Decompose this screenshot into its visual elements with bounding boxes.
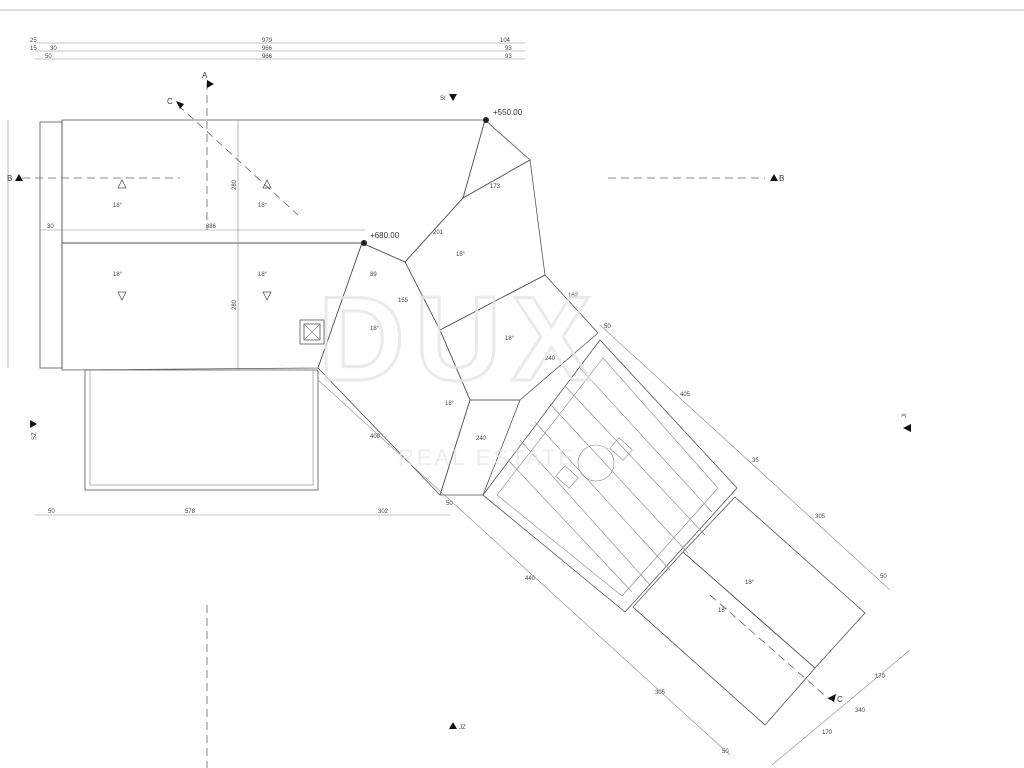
slope-label: 18° bbox=[718, 608, 728, 614]
slope-label: 18° bbox=[745, 580, 755, 586]
dim-label: 104 bbox=[500, 38, 511, 44]
dim-label: 886 bbox=[206, 224, 217, 230]
top-dimensions: 25 979 104 15 30 966 93 50 966 93 bbox=[30, 38, 525, 60]
dim-label: 979 bbox=[262, 38, 273, 44]
dim-label: 440 bbox=[525, 576, 536, 582]
dim-label: 280 bbox=[232, 179, 238, 190]
dim-label: 340 bbox=[855, 708, 866, 714]
section-arrow-icon bbox=[176, 101, 184, 109]
dim-label: 50 bbox=[880, 574, 887, 580]
elevation-point-icon bbox=[361, 240, 367, 246]
slope-label: 18° bbox=[113, 272, 123, 278]
dim-label: 50 bbox=[604, 324, 611, 330]
dim-label: 170 bbox=[822, 730, 833, 736]
slope-label: 18° bbox=[113, 203, 123, 209]
section-markers: A B B C C bbox=[7, 71, 843, 768]
dim-label: 240 bbox=[476, 436, 487, 442]
slope-up-arrow-icon bbox=[262, 179, 272, 189]
orientation-arrow-icon bbox=[30, 420, 37, 428]
section-arrow-icon bbox=[770, 174, 778, 181]
dim-label: 50 bbox=[48, 509, 55, 515]
dim-label: 35 bbox=[752, 458, 759, 464]
dim-label: 25 bbox=[30, 38, 37, 44]
dim-label: 50 bbox=[722, 749, 729, 755]
slope-label: 18° bbox=[445, 401, 455, 407]
watermark-logo: DUX REAL ESTATE bbox=[317, 271, 601, 471]
dim-label: 15 bbox=[30, 46, 37, 52]
dim-label: 280 bbox=[232, 299, 238, 310]
dim-label: 405 bbox=[680, 392, 691, 398]
dim-label: 170 bbox=[875, 674, 886, 680]
dim-label: 173 bbox=[490, 184, 501, 190]
dim-label: 89 bbox=[370, 272, 377, 278]
dim-label: 30 bbox=[50, 46, 57, 52]
dim-label: 201 bbox=[433, 230, 444, 236]
slope-up-arrow-icon bbox=[117, 179, 127, 189]
orientation-arrow-icon bbox=[449, 722, 457, 729]
dim-label: 155 bbox=[398, 298, 409, 304]
slope-down-arrow-icon bbox=[117, 291, 127, 301]
section-arrow-icon bbox=[15, 174, 23, 181]
slope-label: 18° bbox=[456, 252, 466, 258]
section-b-label: B bbox=[779, 174, 784, 183]
orientation-arrow-icon bbox=[903, 424, 911, 432]
wing-roof: 18° 18° 18° 18° 18° 18° 173 201 89 155 1… bbox=[35, 119, 911, 766]
section-arrow-icon bbox=[828, 694, 836, 702]
dim-label: 400 bbox=[370, 434, 381, 440]
section-c-label: C bbox=[167, 97, 173, 106]
slope-label: 18° bbox=[370, 326, 380, 332]
dim-label: 50 bbox=[446, 501, 453, 507]
svg-text:DUX: DUX bbox=[318, 272, 601, 406]
dim-label: 305 bbox=[815, 514, 826, 520]
dim-label: 30 bbox=[47, 224, 54, 230]
elevation-label: +550.00 bbox=[493, 108, 523, 117]
dim-label: 578 bbox=[185, 509, 196, 515]
orientation-jz-label: JZ bbox=[459, 725, 466, 731]
orientation-sz-label: SZ bbox=[32, 432, 38, 440]
svg-text:REAL ESTATE: REAL ESTATE bbox=[398, 445, 576, 470]
slope-label: 18° bbox=[258, 203, 268, 209]
dim-label: 240 bbox=[545, 356, 556, 362]
orientation-ji-label: JI bbox=[902, 413, 908, 418]
dim-label: 93 bbox=[505, 46, 512, 52]
dim-label: 966 bbox=[262, 46, 273, 52]
section-a-label: A bbox=[202, 71, 208, 80]
dim-label: 305 bbox=[655, 690, 666, 696]
elevation-point-icon bbox=[483, 117, 489, 123]
section-arrow-icon bbox=[207, 80, 214, 88]
section-c-label: C bbox=[837, 695, 843, 704]
section-b-label: B bbox=[7, 174, 12, 183]
slope-label: 18° bbox=[258, 272, 268, 278]
dim-label: 302 bbox=[378, 509, 389, 515]
slope-down-arrow-icon bbox=[262, 291, 272, 301]
dim-label: 50 bbox=[45, 54, 52, 60]
orientation-arrow-icon bbox=[449, 94, 457, 101]
dim-label: 93 bbox=[505, 54, 512, 60]
dim-label: 966 bbox=[262, 54, 273, 60]
slope-label: 18° bbox=[505, 336, 515, 342]
orientation-si-label: SI bbox=[440, 96, 446, 102]
dim-label: 162 bbox=[568, 293, 579, 299]
elevation-label: +680.00 bbox=[370, 231, 400, 240]
